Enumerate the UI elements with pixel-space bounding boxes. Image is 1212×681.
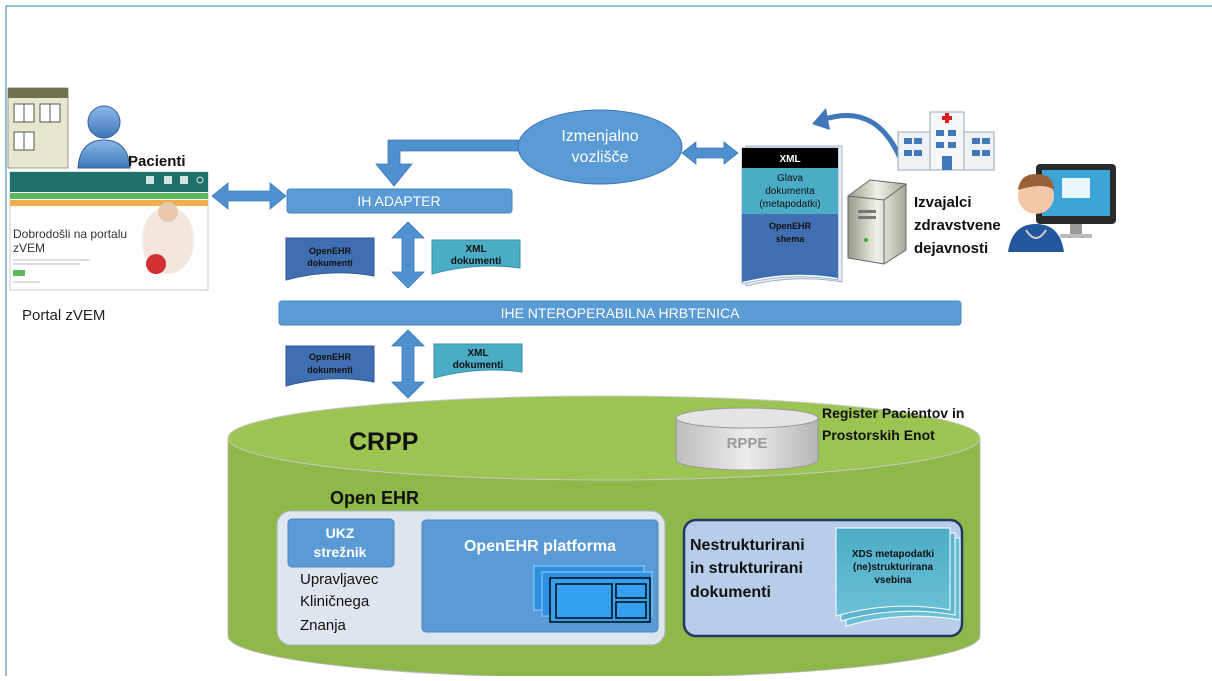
xml-doc-lower-line2: dokumenti <box>453 360 504 371</box>
xds-line3: vsebina <box>874 575 912 586</box>
open-ehr-label: Open EHR <box>330 488 419 508</box>
xml-glava-line1: Glava <box>777 173 804 184</box>
monitor-icon <box>1036 164 1116 238</box>
crpp-label: CRPP <box>349 428 418 456</box>
xml-stack-header: XML <box>779 154 800 165</box>
openehr-doc-lower-line1: OpenEHR <box>309 352 352 362</box>
xml-document-stack: XML Glava dokumenta (metapodatki) OpenEH… <box>741 145 843 287</box>
openehr-doc-upper-line2: dokumenti <box>307 258 353 268</box>
exchange-node-line1: Izmenjalno <box>561 128 638 145</box>
ih-adapter-label: IH ADAPTER <box>357 193 440 209</box>
ukz-line2: strežnik <box>314 544 367 560</box>
xml-documents-lower: XML dokumenti <box>433 343 523 379</box>
patient-building-icon <box>7 87 69 169</box>
portal-welcome-line2: zVEM <box>13 241 45 255</box>
server-icon <box>847 179 907 265</box>
ihe-backbone-bar[interactable]: IHE NTEROPERABILNA HRBTENICA <box>278 300 962 326</box>
ih-adapter-bar[interactable]: IH ADAPTER <box>286 188 513 214</box>
doctor-icon <box>1008 174 1064 252</box>
unstructured-line1: Nestrukturirani <box>690 537 805 554</box>
ihe-backbone-label: IHE NTEROPERABILNA HRBTENICA <box>501 305 740 321</box>
exchange-provider-arrow <box>681 141 739 165</box>
xml-doc-upper-line1: XML <box>465 244 486 255</box>
xml-doc-lower-line1: XML <box>467 348 488 359</box>
ukz-desc3: Znanja <box>300 617 347 634</box>
hospital-icon <box>897 111 995 171</box>
xml-schema-line2: shema <box>776 234 806 244</box>
xml-glava-line2: dokumenta <box>765 186 815 197</box>
exchange-node[interactable]: Izmenjalno vozlišče <box>517 109 683 185</box>
adapter-backbone-arrow <box>391 221 425 289</box>
rppe-label: RPPE <box>727 435 768 452</box>
exchange-adapter-arrow <box>375 139 519 187</box>
backbone-crpp-arrow <box>391 329 425 399</box>
openehr-documents-lower: OpenEHR dokumenti <box>285 345 375 387</box>
provider-curved-arrowhead <box>812 108 830 130</box>
patients-label: Pacienti <box>128 153 186 170</box>
portal-screenshot[interactable]: Dobrodošli na portalu zVEM <box>9 171 209 291</box>
xds-line1: XDS metapodatki <box>852 549 934 560</box>
openehr-documents-upper: OpenEHR dokumenti <box>285 237 375 281</box>
portal-adapter-arrow <box>211 182 287 210</box>
xml-doc-upper-line2: dokumenti <box>451 256 502 267</box>
unstructured-line2: in strukturirani <box>690 560 803 577</box>
frame-border <box>5 5 1212 676</box>
xds-document-stack: XDS metapodatki (ne)strukturirana vsebin… <box>835 527 961 627</box>
platform-label: OpenEHR platforma <box>464 538 616 555</box>
ukz-desc2: Kliničnega <box>300 593 370 610</box>
xml-documents-upper: XML dokumenti <box>431 239 521 275</box>
xml-schema-line1: OpenEHR <box>769 221 812 231</box>
exchange-node-line2: vozlišče <box>572 149 629 166</box>
ukz-line1: UKZ <box>326 525 355 541</box>
patient-person-icon <box>77 105 131 169</box>
xml-glava-line3: (metapodatki) <box>759 199 820 210</box>
unstructured-line3: dokumenti <box>690 584 771 601</box>
portal-caption: Portal zVEM <box>22 307 106 324</box>
providers-line2: zdravstvene <box>914 217 1001 234</box>
ukz-desc1: Upravljavec <box>300 571 379 588</box>
openehr-doc-lower-line2: dokumenti <box>307 365 353 375</box>
platform-windows-icon <box>533 565 653 623</box>
rppe-cylinder <box>675 407 819 471</box>
register-line2: Prostorskih Enot <box>822 427 935 443</box>
ukz-server-box[interactable]: UKZ strežnik <box>287 518 395 568</box>
xds-line2: (ne)strukturirana <box>853 562 933 573</box>
register-line1: Register Pacientov in <box>822 405 964 421</box>
providers-line1: Izvajalci <box>914 194 972 211</box>
portal-welcome-line1: Dobrodošli na portalu <box>13 227 127 241</box>
providers-line3: dejavnosti <box>914 240 988 257</box>
openehr-doc-upper-line1: OpenEHR <box>309 246 352 256</box>
